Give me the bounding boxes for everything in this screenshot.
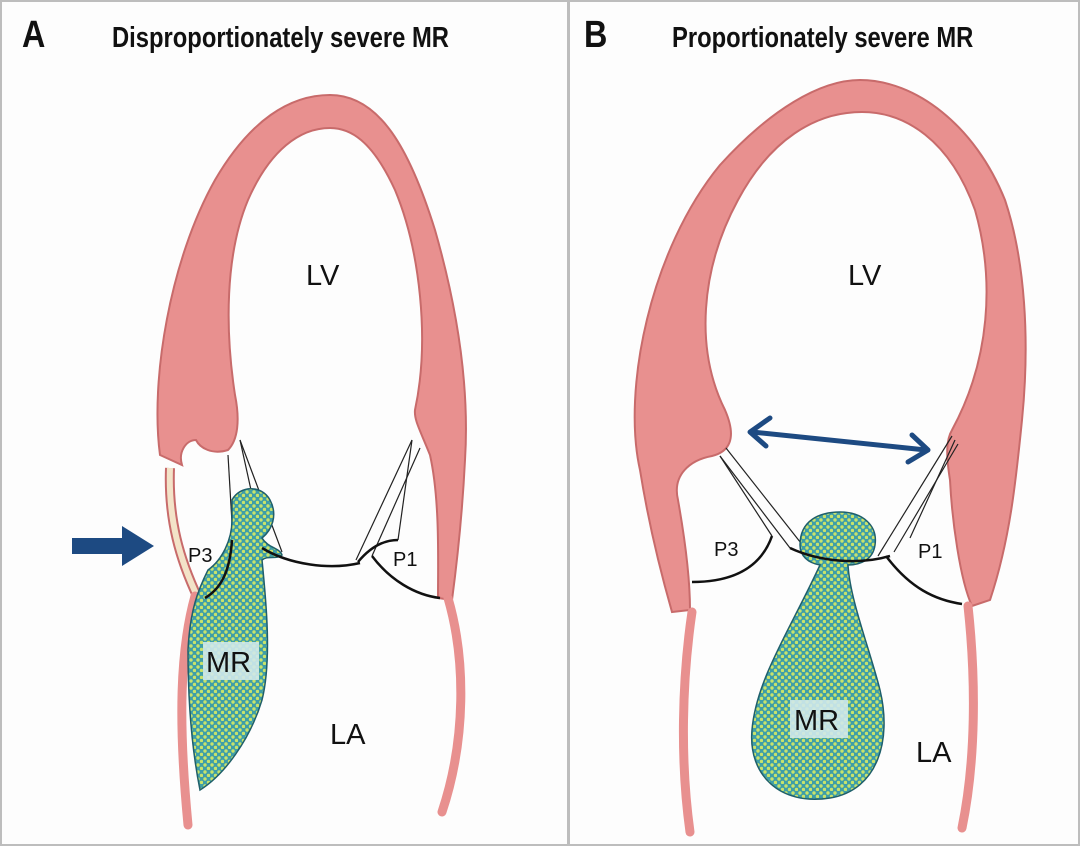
- panel-b-mr-label: MR: [794, 705, 839, 737]
- panel-b-lv-wall: [633, 78, 1027, 614]
- panel-b-mr-jet: [750, 511, 885, 800]
- panel-b-title: Proportionately severe MR: [672, 22, 974, 54]
- panel-a-p1-label: P1: [393, 549, 417, 571]
- panel-a-letter: A: [22, 14, 46, 56]
- panel-b-letter: B: [584, 14, 608, 56]
- panel-a-lv-label: LV: [306, 260, 340, 292]
- panel-b-p1-label: P1: [918, 541, 942, 563]
- panel-b-la-right-wall: [957, 601, 978, 833]
- panel-a-title: Disproportionately severe MR: [112, 22, 449, 54]
- panel-a-p3-label: P3: [188, 545, 212, 567]
- panel-a-heart: [156, 93, 467, 830]
- panel-a-coaptation: [261, 546, 361, 568]
- panel-a-p1-leaflet: [357, 538, 441, 600]
- panel-b-la-label: LA: [916, 737, 952, 769]
- panel-b-coaptation: [789, 546, 891, 563]
- panel-a-lv-wall: [156, 93, 467, 602]
- panel-a-p3-leaflet: [204, 539, 234, 600]
- panel-a-arrow-icon: [72, 526, 154, 566]
- panel-a-mr-jet: [187, 488, 283, 792]
- panel-a-la-left-wall: [177, 591, 200, 830]
- panel-b-chordae: [719, 435, 959, 557]
- panel-b-lv-label: LV: [848, 260, 882, 292]
- panel-b-p3-label: P3: [714, 539, 738, 561]
- panel-a-la-label: LA: [330, 719, 366, 751]
- panel-a-la-right-wall: [437, 593, 466, 817]
- panel-a-mr-label: MR: [206, 647, 251, 679]
- panel-b-p1-leaflet: [885, 555, 963, 606]
- panel-b-la-left-wall: [678, 607, 697, 837]
- panel-b-double-arrow-icon: [747, 415, 931, 465]
- panel-b-p3-leaflet: [691, 535, 774, 584]
- panel-b-heart: [633, 78, 1027, 837]
